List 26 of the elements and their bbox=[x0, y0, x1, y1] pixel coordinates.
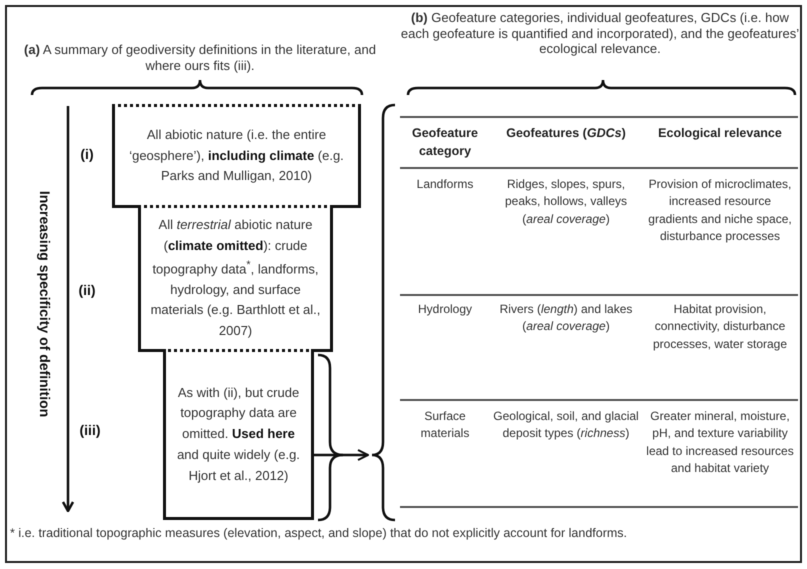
table-cell-text: Hydrology bbox=[416, 301, 474, 318]
definition-box bbox=[163, 349, 314, 520]
table-cell-text: Landforms bbox=[416, 176, 474, 193]
definition-box bbox=[112, 104, 361, 208]
roman-numeral: (iii) bbox=[78, 422, 102, 439]
table-cell-text: Surface materials bbox=[420, 408, 470, 442]
definition-text: All terrestrial abiotic nature (climate omitted): crude topography data$^{*}$, landforms, hydrology, and surface materials (e.g. Barthlott et al., 2007) bbox=[150, 216, 322, 340]
roman-numeral: (i) bbox=[79, 146, 95, 163]
table-cell-text: Provision of microclimates, increased resource gradients and niche space, disturbance processes bbox=[647, 176, 793, 246]
table-cell-text: Rivers (length) and lakes (areal coverage) bbox=[498, 301, 634, 336]
table-cell-text: Habitat provision, connectivity, disturbance processes, water storage bbox=[652, 301, 788, 353]
arrow bbox=[314, 449, 369, 461]
column-header: Ecological relevance bbox=[657, 125, 783, 142]
table-cell-text: Ridges, slopes, spurs, peaks, hollows, valleys (areal coverage) bbox=[504, 176, 628, 228]
footnote: * i.e. traditional topographic measures (elevation, aspect, and slope) that do not explicitly account for landforms. bbox=[10, 526, 628, 541]
axis-label: Increasing specificity of definition bbox=[37, 190, 53, 420]
roman-numeral: (ii) bbox=[77, 282, 97, 299]
panel-heading: (b) Geofeature categories, individual geofeatures, GDCs (i.e. how each geofeature is quantified and incorporated), and the geofeatures’ ecological relevance. bbox=[400, 10, 800, 57]
column-header: Geofeatures (GDCs) bbox=[505, 125, 627, 142]
table-cell-text: Geological, soil, and glacial deposit types (richness) bbox=[492, 408, 640, 442]
column-header: Geofeature category bbox=[411, 125, 479, 160]
definition-text: All abiotic nature (i.e. the entire ‘geosphere’), including climate (e.g. Parks and Mulligan, 2010) bbox=[128, 126, 345, 186]
table-cell-text: Greater mineral, moisture, pH, and texture variability lead to increased resources and habitat variety bbox=[645, 408, 795, 478]
definition-text: As with (ii), but crude topography data are omitted. Used here and quite widely (e.g. Hjort et al., 2012) bbox=[176, 384, 301, 485]
panel-heading: (a) A summary of geodiversity definitions in the literature, and where ours fits (iii). bbox=[23, 42, 377, 74]
definition-box bbox=[138, 205, 333, 352]
